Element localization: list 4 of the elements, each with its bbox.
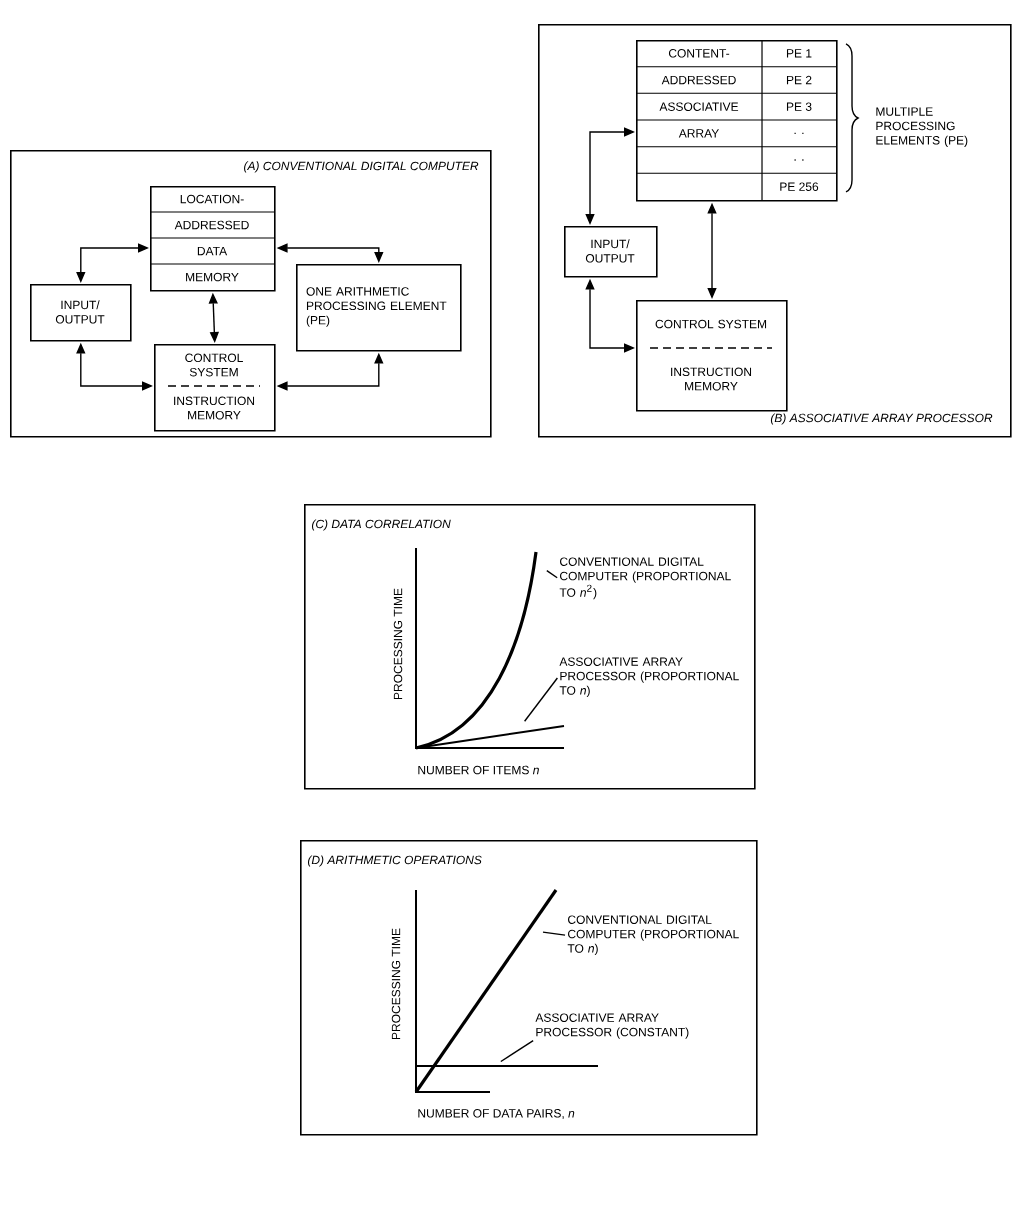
leader-line bbox=[500, 1039, 534, 1063]
leader-line bbox=[523, 677, 559, 722]
leader-line bbox=[542, 931, 566, 936]
leader-line bbox=[546, 569, 558, 579]
